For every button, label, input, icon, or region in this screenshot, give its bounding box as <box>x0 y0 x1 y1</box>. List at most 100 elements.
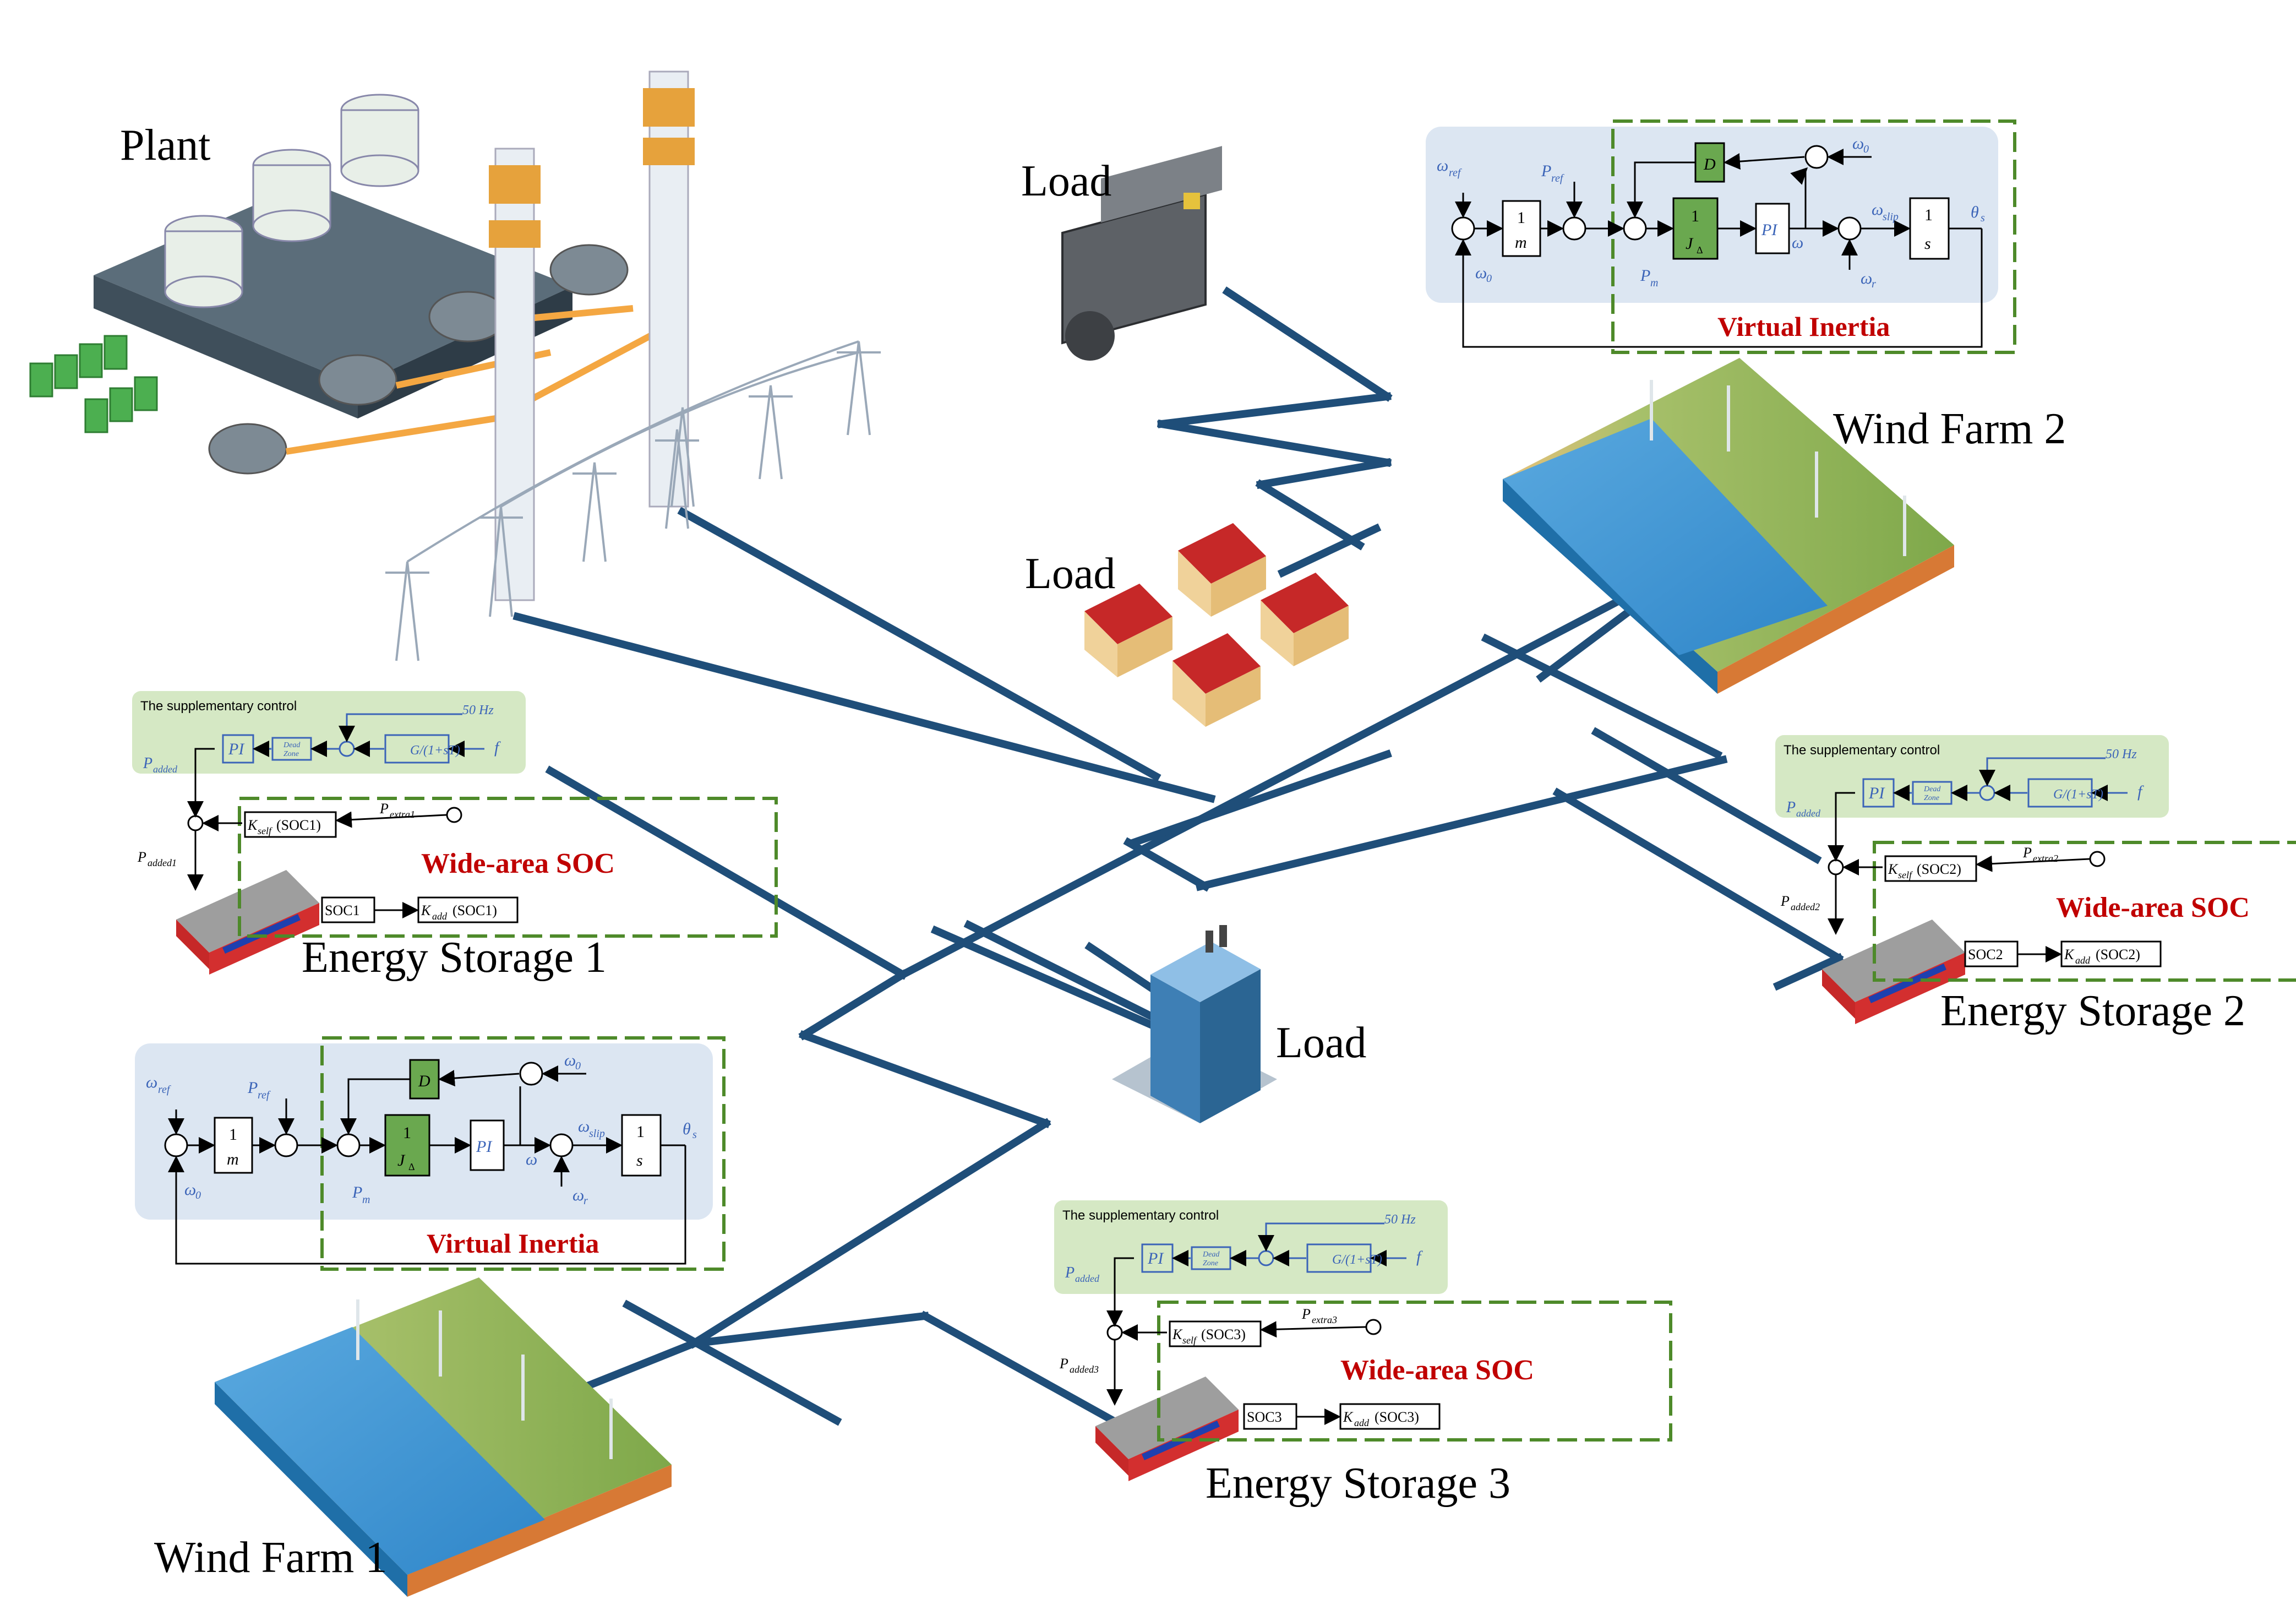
svg-text:P: P <box>352 1183 362 1201</box>
svg-text:P: P <box>2022 845 2032 861</box>
wind-farm-2-label: Wind Farm 2 <box>1833 405 2066 453</box>
wind-farm-icon <box>215 1277 672 1597</box>
wide-area-soc-title-3: Wide-area SOC <box>1340 1355 1534 1386</box>
svg-text:Δ: Δ <box>1697 244 1703 255</box>
svg-text:K: K <box>1343 1409 1354 1425</box>
houses-load-icon <box>1084 523 1349 727</box>
svg-text:s: s <box>1981 212 1985 224</box>
svg-text:PI: PI <box>476 1138 493 1156</box>
svg-text:Dead: Dead <box>1923 785 1941 793</box>
load-label-engine: Load <box>1021 157 1111 205</box>
svg-text:add: add <box>2075 955 2091 966</box>
load-label-building: Load <box>1276 1019 1366 1067</box>
supp-title-2: The supplementary control <box>1784 743 1940 758</box>
power-plant-icon <box>29 70 695 601</box>
svg-text:K: K <box>247 817 258 833</box>
svg-text:slip: slip <box>1883 211 1899 223</box>
svg-text:self: self <box>1182 1335 1198 1346</box>
svg-text:ω: ω <box>1475 264 1487 282</box>
svg-text:SOC3: SOC3 <box>1247 1409 1282 1425</box>
svg-text:P: P <box>1065 1264 1075 1281</box>
svg-text:1: 1 <box>1691 207 1699 225</box>
supp-title-3: The supplementary control <box>1062 1208 1219 1223</box>
svg-text:1: 1 <box>1924 206 1933 224</box>
energy-storage-icon <box>176 870 319 975</box>
svg-text:θ: θ <box>1971 203 1979 221</box>
svg-text:extra3: extra3 <box>1312 1314 1337 1325</box>
load-label-houses: Load <box>1025 550 1115 598</box>
svg-text:1: 1 <box>1517 209 1525 227</box>
svg-text:50 Hz: 50 Hz <box>462 703 494 717</box>
svg-text:1: 1 <box>229 1125 237 1144</box>
energy-storage-1-label: Energy Storage 1 <box>302 933 607 982</box>
svg-text:P: P <box>247 1079 258 1097</box>
energy-storage-icon <box>1822 920 1965 1024</box>
virtual-inertia-controller-1: ω ref P ref ω 0 P m ω ω slip ω r θ s ω 0… <box>135 1036 726 1271</box>
svg-text:self: self <box>1898 869 1913 880</box>
svg-text:SOC1: SOC1 <box>325 902 360 918</box>
svg-text:Δ: Δ <box>408 1161 415 1172</box>
svg-text:K: K <box>1172 1326 1183 1342</box>
svg-text:D: D <box>418 1072 430 1090</box>
svg-text:added3: added3 <box>1070 1364 1099 1375</box>
plant-label: Plant <box>120 121 210 170</box>
transmission-tower-icon <box>385 340 881 661</box>
svg-text:added: added <box>1075 1273 1100 1284</box>
svg-text:m: m <box>1650 277 1658 289</box>
svg-text:SOC2: SOC2 <box>1968 947 2003 962</box>
svg-text:K: K <box>2064 947 2075 962</box>
svg-text:ref: ref <box>258 1089 271 1101</box>
svg-text:ω: ω <box>578 1117 590 1135</box>
svg-text:P: P <box>137 849 146 865</box>
svg-text:Zone: Zone <box>283 750 299 758</box>
svg-text:K: K <box>421 902 432 918</box>
svg-text:r: r <box>1872 278 1876 290</box>
svg-text:P: P <box>1786 799 1796 816</box>
svg-text:added1: added1 <box>148 857 177 868</box>
svg-text:1: 1 <box>636 1123 645 1141</box>
component-labels: Plant Load Load Load Wind Farm 2 Wind Fa… <box>120 121 2245 1582</box>
supplementary-control-3: The supplementary control 50 Hz f PI G/(… <box>1054 1200 1672 1442</box>
svg-text:PI: PI <box>228 740 245 758</box>
transmission-network <box>512 286 1844 1432</box>
svg-text:ω: ω <box>526 1150 537 1168</box>
svg-text:(SOC2): (SOC2) <box>2096 947 2140 962</box>
energy-storage-3-label: Energy Storage 3 <box>1206 1459 1510 1508</box>
svg-text:(SOC2): (SOC2) <box>1917 861 1961 877</box>
svg-text:0: 0 <box>575 1060 581 1072</box>
svg-text:P: P <box>1780 893 1790 909</box>
svg-text:extra1: extra1 <box>390 809 415 820</box>
svg-text:G/(1+sT): G/(1+sT) <box>1332 1253 1382 1267</box>
svg-text:(SOC3): (SOC3) <box>1375 1409 1419 1425</box>
svg-text:ω: ω <box>1792 233 1803 252</box>
svg-text:m: m <box>362 1194 370 1206</box>
svg-text:extra2: extra2 <box>2033 853 2058 864</box>
svg-text:50 Hz: 50 Hz <box>2106 747 2137 762</box>
energy-storage-2-label: Energy Storage 2 <box>1940 987 2245 1035</box>
svg-text:PI: PI <box>1761 221 1778 239</box>
svg-text:J: J <box>397 1151 406 1170</box>
wide-area-soc-title-1: Wide-area SOC <box>421 848 615 879</box>
svg-text:0: 0 <box>195 1189 201 1201</box>
svg-text:ω: ω <box>1437 156 1448 175</box>
svg-text:PI: PI <box>1147 1249 1164 1268</box>
wind-farm-icon <box>1503 358 1954 694</box>
svg-text:m: m <box>227 1150 239 1168</box>
energy-storage-icon <box>1095 1377 1239 1481</box>
svg-text:D: D <box>1703 155 1716 173</box>
svg-text:ω: ω <box>572 1186 584 1204</box>
svg-text:added: added <box>153 764 178 775</box>
supp-title-1: The supplementary control <box>140 699 297 714</box>
svg-text:(SOC3): (SOC3) <box>1201 1326 1246 1342</box>
svg-text:ref: ref <box>1551 172 1564 184</box>
svg-text:PI: PI <box>1868 784 1885 802</box>
supplementary-control-2: The supplementary control 50 Hz f PI G/(… <box>1775 735 2296 982</box>
svg-text:r: r <box>583 1195 588 1207</box>
svg-text:(SOC1): (SOC1) <box>452 902 497 918</box>
svg-text:K: K <box>1888 861 1899 877</box>
svg-text:50 Hz: 50 Hz <box>1384 1212 1416 1227</box>
svg-text:θ: θ <box>683 1120 691 1138</box>
svg-text:P: P <box>1640 266 1650 285</box>
virtual-inertia-title-2: Virtual Inertia <box>1717 311 1890 342</box>
svg-text:s: s <box>692 1129 697 1141</box>
